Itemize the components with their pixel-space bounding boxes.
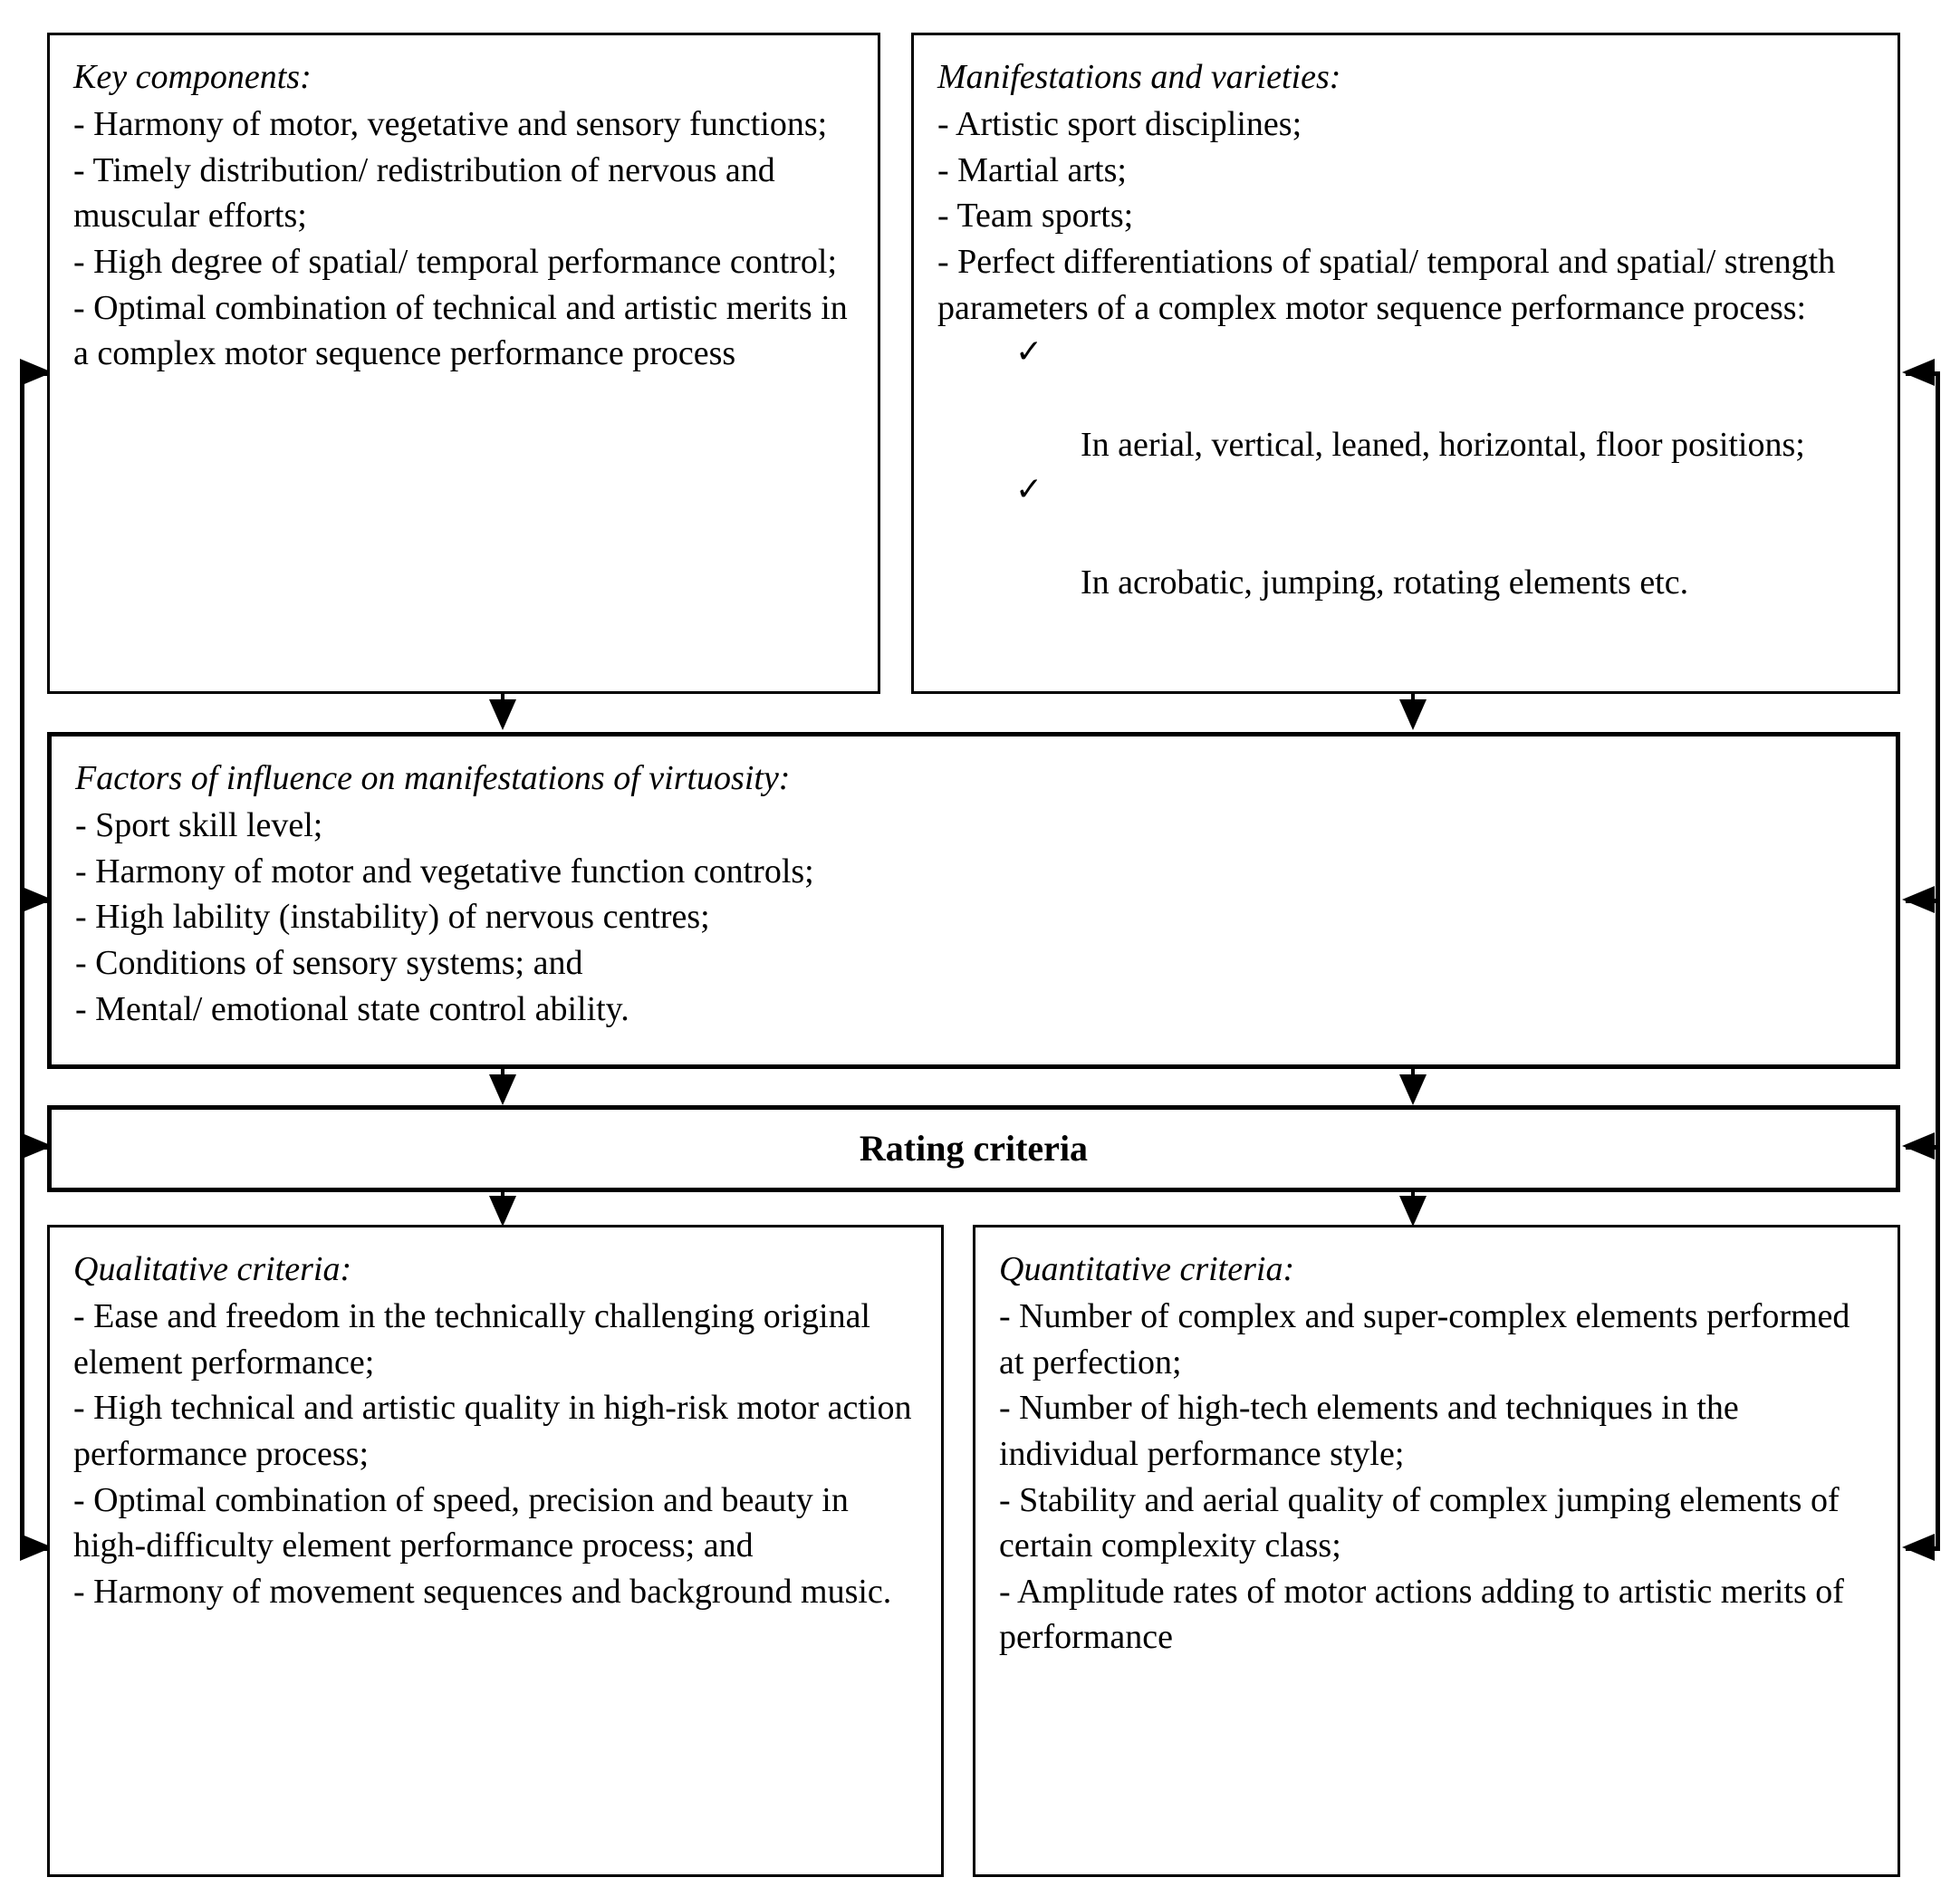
arrow-rating-to-qualitative-icon: [489, 1196, 516, 1227]
list-item: - Number of high-tech elements and techn…: [999, 1389, 1739, 1473]
box-manifestations-and-varieties: Manifestations and varieties: - Artistic…: [911, 33, 1900, 694]
list-item: - Harmony of movement sequences and back…: [73, 1572, 892, 1611]
left-feedback-rail-lower: [20, 1123, 24, 1549]
box-factors-of-influence: Factors of influence on manifestations o…: [47, 732, 1900, 1069]
key-components-title: Key components:: [73, 58, 312, 96]
box-qualitative-criteria: Qualitative criteria: - Ease and freedom…: [47, 1225, 944, 1877]
list-item: - Timely distribution/ redistribution of…: [73, 150, 775, 236]
qualitative-title: Qualitative criteria:: [73, 1250, 352, 1288]
list-item: - Martial arts;: [937, 150, 1127, 189]
list-item: - Number of complex and super-complex el…: [999, 1297, 1850, 1382]
list-item: - Perfect differentiations of spatial/ t…: [937, 242, 1836, 327]
qualitative-list: - Ease and freedom in the technically ch…: [73, 1294, 918, 1614]
list-item: - Stability and aerial quality of comple…: [999, 1480, 1840, 1565]
key-components-list: - Harmony of motor, vegetative and senso…: [73, 101, 854, 376]
manifestations-sub-list: ✓ In aerial, vertical, leaned, horizonta…: [937, 331, 1874, 605]
list-item: - Mental/ emotional state control abilit…: [75, 989, 629, 1028]
manifestations-list: - Artistic sport disciplines; - Martial …: [937, 101, 1874, 331]
box-rating-criteria: Rating criteria: [47, 1105, 1900, 1192]
list-item: - Artistic sport disciplines;: [937, 105, 1302, 144]
factors-list: - Sport skill level; - Harmony of motor …: [75, 803, 1872, 1032]
factors-title: Factors of influence on manifestations o…: [75, 759, 791, 797]
rating-criteria-title: Rating criteria: [859, 1128, 1089, 1169]
list-item: - Ease and freedom in the technically ch…: [73, 1297, 870, 1382]
list-item: - Sport skill level;: [75, 806, 323, 845]
arrow-key-to-factors-icon: [489, 699, 516, 730]
list-item: ✓ In aerial, vertical, leaned, horizonta…: [1015, 331, 1874, 468]
arrow-into-factors-right-icon: [1902, 886, 1935, 913]
quantitative-list: - Number of complex and super-complex el…: [999, 1294, 1874, 1660]
list-item-label: In aerial, vertical, leaned, horizontal,…: [1081, 426, 1805, 465]
left-feedback-rail: [20, 371, 24, 1123]
list-item: - High degree of spatial/ temporal perfo…: [73, 242, 838, 281]
list-item: - Amplitude rates of motor actions addin…: [999, 1572, 1844, 1657]
right-feedback-rail: [1936, 371, 1940, 1549]
arrow-factors-to-rating-left-icon: [489, 1074, 516, 1105]
list-item: - Harmony of motor and vegetative functi…: [75, 852, 814, 891]
list-item: - Optimal combination of speed, precisio…: [73, 1480, 849, 1565]
arrow-rating-to-quantitative-icon: [1399, 1196, 1427, 1227]
box-key-components: Key components: - Harmony of motor, vege…: [47, 33, 880, 694]
arrow-factors-to-rating-right-icon: [1399, 1074, 1427, 1105]
arrow-manifest-to-factors-icon: [1399, 699, 1427, 730]
box-quantitative-criteria: Quantitative criteria: - Number of compl…: [973, 1225, 1900, 1877]
checkmark-icon: ✓: [1015, 470, 1043, 507]
quantitative-title: Quantitative criteria:: [999, 1250, 1295, 1288]
list-item: ✓ In acrobatic, jumping, rotating elemen…: [1015, 468, 1874, 606]
arrow-into-manifestations-right-icon: [1902, 359, 1935, 386]
arrow-into-quantitative-right-icon: [1902, 1534, 1935, 1561]
list-item: - Harmony of motor, vegetative and senso…: [73, 105, 828, 144]
list-item: - Optimal combination of technical and a…: [73, 288, 848, 373]
list-item: - Conditions of sensory systems; and: [75, 943, 583, 982]
list-item: - High lability (instability) of nervous…: [75, 898, 710, 937]
manifestations-title: Manifestations and varieties:: [937, 58, 1341, 96]
list-item: - Team sports;: [937, 197, 1134, 236]
arrow-into-rating-right-icon: [1902, 1132, 1935, 1160]
checkmark-icon: ✓: [1015, 333, 1043, 371]
list-item-label: In acrobatic, jumping, rotating elements…: [1081, 563, 1689, 602]
list-item: - High technical and artistic quality in…: [73, 1389, 912, 1473]
